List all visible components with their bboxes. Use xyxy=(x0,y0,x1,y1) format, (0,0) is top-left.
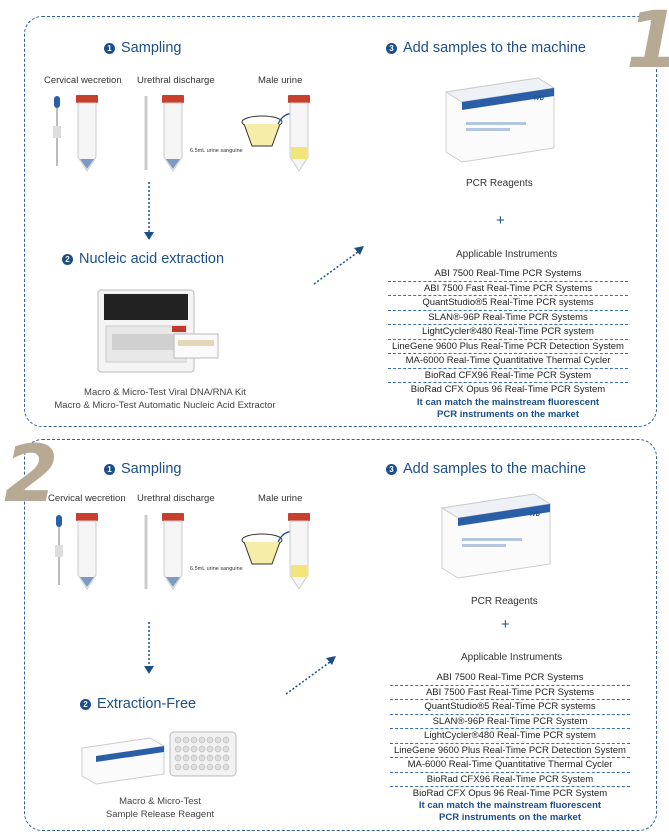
pcr-reagents-label: PCR Reagents xyxy=(466,178,533,189)
plus-sign: + xyxy=(501,616,510,633)
extraction-caption-1: Macro & Micro-Test Viral DNA/RNA Kit Mac… xyxy=(40,387,290,413)
flow-arrow-down xyxy=(144,622,154,678)
step-badge: 1 xyxy=(104,43,115,54)
instrument-item: BioRad CFX96 Real-Time PCR System xyxy=(388,369,628,384)
urine-tube-icon xyxy=(288,513,310,591)
step-badge: 1 xyxy=(104,464,115,475)
note-line: PCR instruments on the market xyxy=(388,409,628,421)
extraction-caption-2: Macro & Micro-Test Sample Release Reagen… xyxy=(70,796,250,822)
viral-kit-box-image xyxy=(172,330,222,362)
ivd-badge: IVD xyxy=(530,512,540,518)
step-title: Sampling xyxy=(121,40,181,56)
step-title: Nucleic acid extraction xyxy=(79,251,224,267)
label-male-urine: Male urine xyxy=(258,493,302,504)
urethral-swab-icon xyxy=(140,96,152,172)
instrument-item: ABI 7500 Real-Time PCR Systems xyxy=(388,267,628,282)
instrument-item: SLAN®-96P Real-Time PCR Systems xyxy=(388,311,628,326)
step-sampling-2: 1 Sampling xyxy=(104,461,181,477)
applicable-instruments-title: Applicable Instruments xyxy=(456,249,557,260)
sample-tube-icon xyxy=(76,95,98,173)
flow-arrow-down xyxy=(144,182,154,242)
note-line: It can match the mainstream fluorescent xyxy=(388,397,628,409)
instrument-item: LineGene 9600 Plus Real-Time PCR Detecti… xyxy=(388,340,628,355)
urine-tube-icon xyxy=(288,95,310,173)
step-sampling-1: 1 Sampling xyxy=(104,40,181,56)
instrument-item: BioRad CFX Opus 96 Real-Time PCR System xyxy=(390,787,630,801)
instrument-item: BioRad CFX96 Real-Time PCR System xyxy=(390,773,630,788)
cervical-swab-icon xyxy=(52,515,66,589)
instrument-list-2: ABI 7500 Real-Time PCR Systems ABI 7500 … xyxy=(390,671,630,801)
instrument-item: BioRad CFX Opus 96 Real-Time PCR System xyxy=(388,383,628,397)
step-title: Add samples to the machine xyxy=(403,461,586,477)
instrument-item: LightCycler®480 Real-Time PCR system xyxy=(390,729,630,744)
step-title: Sampling xyxy=(121,461,181,477)
sample-release-reagent-image xyxy=(80,726,240,786)
applicable-instruments-title: Applicable Instruments xyxy=(461,652,562,663)
pcr-reagents-label: PCR Reagents xyxy=(471,596,538,607)
instrument-list-1: ABI 7500 Real-Time PCR Systems ABI 7500 … xyxy=(388,267,628,397)
step-add-samples-1: 3 Add samples to the machine xyxy=(386,40,586,56)
label-cervical: Cervical wecretion xyxy=(48,493,126,504)
sample-tube-icon xyxy=(162,513,184,591)
caption-line: Macro & Micro-Test xyxy=(70,796,250,809)
pcr-reagent-box-image xyxy=(436,488,556,580)
urine-note: 6.5mL urine sanguine xyxy=(190,148,243,154)
match-note-1: It can match the mainstream fluorescent … xyxy=(388,397,628,421)
step-add-samples-2: 3 Add samples to the machine xyxy=(386,461,586,477)
step-badge: 3 xyxy=(386,464,397,475)
step-extraction-1: 2 Nucleic acid extraction xyxy=(62,251,224,267)
instrument-item: MA-6000 Real-Time Quantitative Thermal C… xyxy=(388,354,628,369)
ivd-badge: IVD xyxy=(534,96,544,102)
caption-line: Macro & Micro-Test Viral DNA/RNA Kit xyxy=(40,387,290,400)
cervical-swab-icon xyxy=(50,96,64,170)
match-note-2: It can match the mainstream fluorescent … xyxy=(390,800,630,824)
urine-note: 6.5mL urine sanguine xyxy=(190,566,243,572)
step-extraction-free-2: 2 Extraction-Free xyxy=(80,696,196,712)
step-title: Extraction-Free xyxy=(97,696,196,712)
panel-number-1: 1 xyxy=(626,2,669,80)
instrument-item: ABI 7500 Real-Time PCR Systems xyxy=(390,671,630,686)
step-badge: 2 xyxy=(80,699,91,710)
instrument-item: LineGene 9600 Plus Real-Time PCR Detecti… xyxy=(390,744,630,759)
instrument-item: QuantStudio®5 Real-Time PCR systems xyxy=(390,700,630,715)
step-badge: 2 xyxy=(62,254,73,265)
instrument-item: MA-6000 Real-Time Quantitative Thermal C… xyxy=(390,758,630,773)
instrument-item: QuantStudio®5 Real-Time PCR systems xyxy=(388,296,628,311)
step-title: Add samples to the machine xyxy=(403,40,586,56)
caption-line: Macro & Micro-Test Automatic Nucleic Aci… xyxy=(40,400,290,413)
caption-line: Sample Release Reagent xyxy=(70,809,250,822)
instrument-item: ABI 7500 Fast Real-Time PCR Systems xyxy=(388,282,628,297)
flow-arrow-diagonal xyxy=(284,654,340,696)
sample-tube-icon xyxy=(76,513,98,591)
step-badge: 3 xyxy=(386,43,397,54)
plus-sign: + xyxy=(496,212,505,229)
urethral-swab-icon xyxy=(140,515,152,591)
label-cervical: Cervical wecretion xyxy=(44,75,122,86)
sample-tube-icon xyxy=(162,95,184,173)
instrument-item: ABI 7500 Fast Real-Time PCR Systems xyxy=(390,686,630,701)
flow-arrow-diagonal xyxy=(312,244,368,286)
label-urethral: Urethral discharge xyxy=(137,493,215,504)
instrument-item: SLAN®-96P Real-Time PCR System xyxy=(390,715,630,730)
pcr-reagent-box-image xyxy=(440,72,560,164)
label-urethral: Urethral discharge xyxy=(137,75,215,86)
instrument-item: LightCycler®480 Real-Time PCR system xyxy=(388,325,628,340)
note-line: PCR instruments on the market xyxy=(390,812,630,824)
label-male-urine: Male urine xyxy=(258,75,302,86)
note-line: It can match the mainstream fluorescent xyxy=(390,800,630,812)
